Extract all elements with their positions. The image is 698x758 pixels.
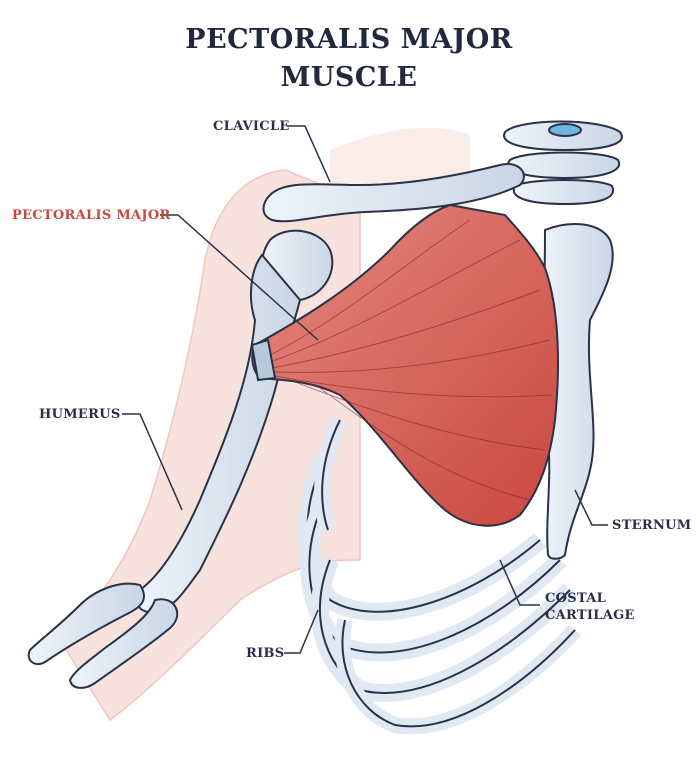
pectoralis-tendon	[250, 338, 277, 382]
label-costal-cartilage-line1: COSTAL	[545, 591, 607, 606]
muscle-fibers	[269, 219, 553, 501]
forearm-bones	[27, 582, 179, 689]
vertebrae	[503, 120, 623, 206]
label-ribs: RIBS	[246, 646, 285, 661]
leader-lines	[122, 125, 608, 654]
pectoralis-major-muscle	[251, 203, 559, 527]
rib-cage	[298, 416, 581, 735]
label-pectoralis-major: PECTORALIS MAJOR	[12, 208, 171, 223]
diagram-title-line2: MUSCLE	[280, 62, 418, 93]
clavicle-bone	[262, 163, 525, 223]
label-clavicle: CLAVICLE	[213, 119, 290, 134]
diagram-title-line1: PECTORALIS MAJOR	[185, 24, 513, 55]
label-costal-cartilage-line2: CARTILAGE	[545, 608, 635, 623]
label-sternum: STERNUM	[612, 518, 692, 533]
label-humerus: HUMERUS	[39, 407, 121, 422]
